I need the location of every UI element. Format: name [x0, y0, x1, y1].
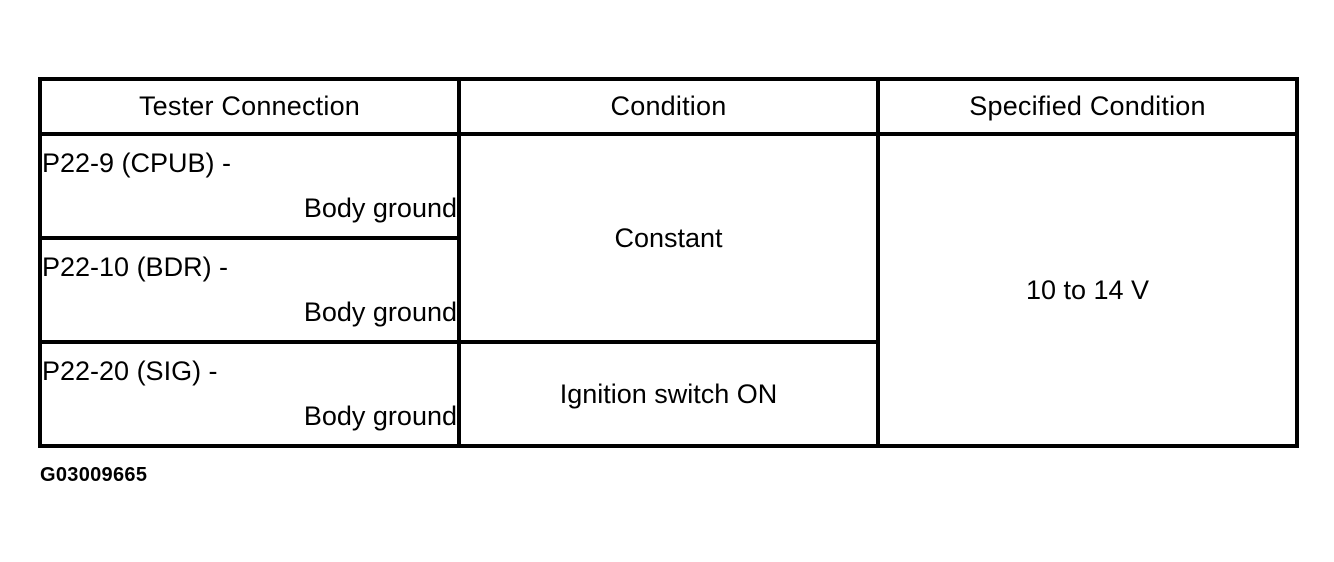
header-row: Tester Connection Condition Specified Co…: [38, 77, 1299, 136]
cell-tester-connection: P22-20 (SIG) - Body ground: [38, 340, 461, 448]
inspection-table: Tester Connection Condition Specified Co…: [38, 77, 1299, 448]
tester-reference-label: Body ground: [303, 193, 457, 223]
cell-specified-condition-voltage: 10 to 14 V: [876, 132, 1299, 448]
tester-reference-label: Body ground: [303, 297, 457, 327]
table-row: P22-10 (BDR) - Body ground: [38, 236, 1297, 344]
cell-condition-constant: Constant: [457, 132, 880, 344]
tester-terminal-label: P22-20 (SIG) -: [42, 356, 218, 386]
column-header-condition: Condition: [457, 77, 880, 136]
table-row: P22-20 (SIG) - Body ground Ignition swit…: [38, 340, 1297, 448]
cell-condition-ignition-switch: Ignition switch ON: [457, 340, 880, 448]
column-header-specified-condition: Specified Condition: [876, 77, 1299, 136]
tester-terminal-label: P22-10 (BDR) -: [42, 252, 229, 282]
tester-terminal-label: P22-9 (CPUB) -: [42, 148, 232, 178]
table-header: Tester Connection Condition Specified Co…: [38, 77, 1299, 136]
column-header-tester-connection: Tester Connection: [38, 77, 461, 136]
cell-tester-connection: P22-10 (BDR) - Body ground: [38, 236, 461, 344]
cell-tester-connection: P22-9 (CPUB) - Body ground: [38, 132, 461, 240]
table-body: P22-9 (CPUB) - Body ground Constant 10 t…: [38, 132, 1299, 448]
figure-caption: G03009665: [40, 464, 148, 486]
tester-reference-label: Body ground: [303, 401, 457, 431]
table-row: P22-9 (CPUB) - Body ground Constant 10 t…: [38, 132, 1299, 448]
